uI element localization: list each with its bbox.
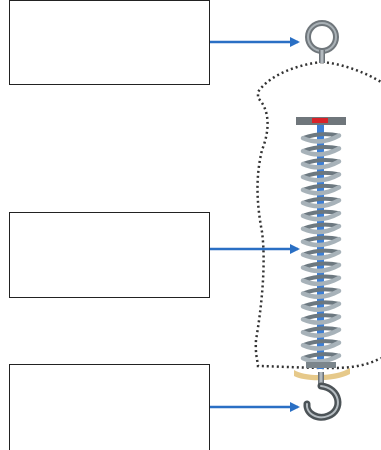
casing-outline-right xyxy=(321,60,381,84)
spring-coil xyxy=(300,275,342,287)
hook xyxy=(303,372,342,421)
spring-coil xyxy=(300,185,342,196)
spring-coil xyxy=(300,288,342,299)
hook-band xyxy=(294,368,350,381)
spring-coil xyxy=(300,133,342,144)
spring-coil xyxy=(300,353,342,364)
spring-coil xyxy=(300,327,342,338)
spring-coil xyxy=(300,159,342,170)
spring-coil xyxy=(300,172,342,183)
spring-coil xyxy=(300,314,342,325)
spring-coil xyxy=(300,249,342,261)
label-box-spring[interactable] xyxy=(9,212,210,298)
label-box-ring[interactable] xyxy=(9,0,210,85)
spring-coil xyxy=(300,210,342,222)
spring-coil xyxy=(300,340,342,351)
indicator-mark xyxy=(312,118,328,123)
spring xyxy=(300,132,342,368)
label-box-hook[interactable] xyxy=(9,364,210,450)
spring-coil xyxy=(300,262,342,274)
spring-bottom-cap xyxy=(306,362,336,368)
spring-coil xyxy=(300,236,342,248)
spring-coil xyxy=(300,301,342,312)
top-plate xyxy=(296,117,346,125)
ring-hanger xyxy=(305,20,339,63)
spring-coil xyxy=(300,198,342,209)
spring-coil xyxy=(300,146,342,157)
spring-coil xyxy=(300,223,342,235)
